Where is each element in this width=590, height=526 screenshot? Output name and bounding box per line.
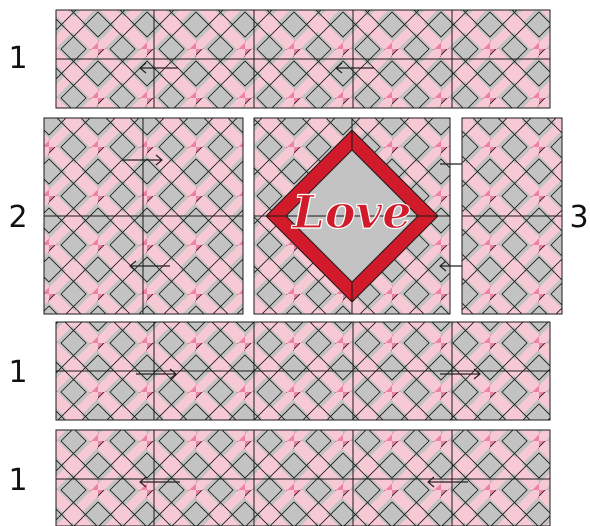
row-label: 3	[569, 200, 588, 235]
row-2-left-block	[44, 118, 243, 314]
row-label: 1	[8, 463, 27, 498]
row-1-strip-middle	[56, 322, 550, 420]
love-text: Love	[290, 185, 411, 239]
row-1-strip-bottom	[56, 430, 550, 526]
row-label: 1	[8, 355, 27, 390]
row-label: 2	[8, 200, 27, 235]
center-love-block: Love	[254, 118, 480, 314]
row-1-strip-top	[56, 10, 550, 108]
row-2-right-block	[462, 118, 562, 314]
row-label: 1	[8, 41, 27, 76]
